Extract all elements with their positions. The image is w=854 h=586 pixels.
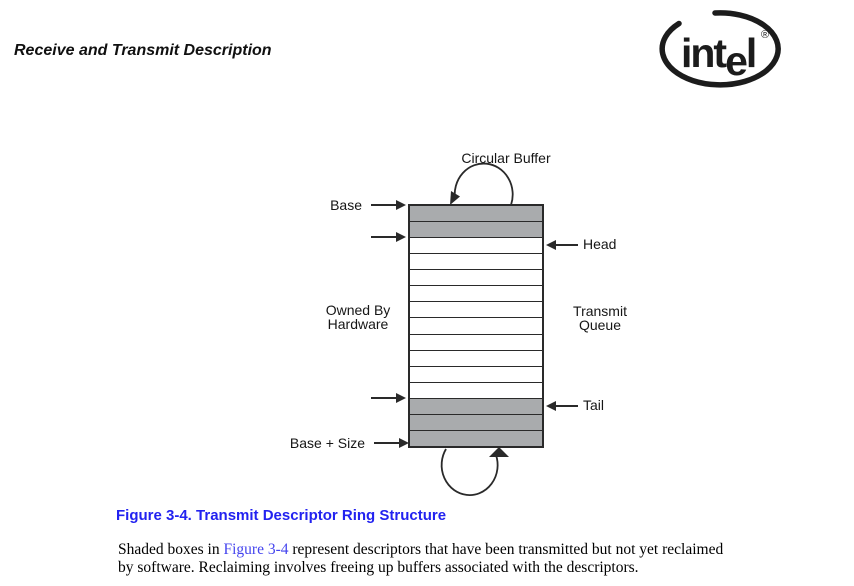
figure-caption: Figure 3-4. Transmit Descriptor Ring Str… bbox=[116, 507, 447, 524]
top-arc-arrowhead-icon bbox=[450, 191, 460, 205]
base-pointer-arrow bbox=[371, 200, 406, 210]
descriptor-row-open bbox=[410, 382, 542, 399]
descriptor-row-open bbox=[410, 302, 542, 319]
descriptor-row-open bbox=[410, 334, 542, 351]
tail-label: Tail bbox=[583, 397, 605, 413]
descriptor-row-open bbox=[410, 318, 542, 335]
intel-logo: intel ® bbox=[659, 10, 781, 88]
base-plus-size-label: Base + Size bbox=[289, 435, 365, 451]
base-label: Base bbox=[330, 197, 362, 213]
head-label: Head bbox=[583, 236, 617, 252]
intel-logo-ellipse bbox=[659, 10, 781, 88]
descriptor-row-shaded bbox=[410, 398, 542, 415]
descriptor-row-shaded bbox=[410, 430, 542, 446]
descriptor-row-open bbox=[410, 254, 542, 271]
owned-region-start-arrow bbox=[371, 232, 406, 242]
head-pointer-arrow bbox=[546, 240, 578, 250]
descriptor-row-open bbox=[410, 270, 542, 287]
circular-buffer-label: Circular Buffer bbox=[461, 150, 551, 166]
wrap-around-bottom-arrow bbox=[440, 447, 509, 496]
paragraph-text: by software. Reclaiming involves freeing… bbox=[118, 558, 639, 576]
descriptor-row-shaded bbox=[410, 414, 542, 431]
descriptor-ring bbox=[408, 204, 544, 448]
body-paragraph: Shaded boxes in Figure 3-4 represent des… bbox=[118, 541, 818, 576]
descriptor-row-shaded bbox=[410, 222, 542, 239]
bottom-arc-line bbox=[440, 448, 499, 496]
descriptor-row-open bbox=[410, 286, 542, 303]
owned-region-end-arrow bbox=[371, 393, 406, 403]
wrap-around-top-arrow bbox=[450, 162, 514, 206]
intel-logo-text: intel bbox=[681, 30, 755, 84]
owned-by-hardware-label: Owned By Hardware bbox=[325, 302, 391, 332]
registered-trademark-icon: ® bbox=[761, 29, 769, 41]
descriptor-row-open bbox=[410, 238, 542, 255]
top-arc-line bbox=[453, 162, 514, 206]
page-title: Receive and Transmit Description bbox=[14, 42, 272, 59]
figure-link[interactable]: Figure 3-4 bbox=[223, 541, 289, 558]
descriptor-row-shaded bbox=[410, 206, 542, 223]
base-plus-size-pointer-arrow bbox=[374, 438, 409, 448]
descriptor-row-open bbox=[410, 366, 542, 383]
tail-pointer-arrow bbox=[546, 401, 578, 411]
descriptor-row-open bbox=[410, 350, 542, 367]
transmit-queue-label: Transmit Queue bbox=[573, 303, 627, 333]
paragraph-text: represent descriptors that have been tra… bbox=[288, 541, 724, 558]
paragraph-text: Shaded boxes in bbox=[118, 541, 224, 558]
bottom-arc-arrowhead-icon bbox=[489, 447, 509, 457]
